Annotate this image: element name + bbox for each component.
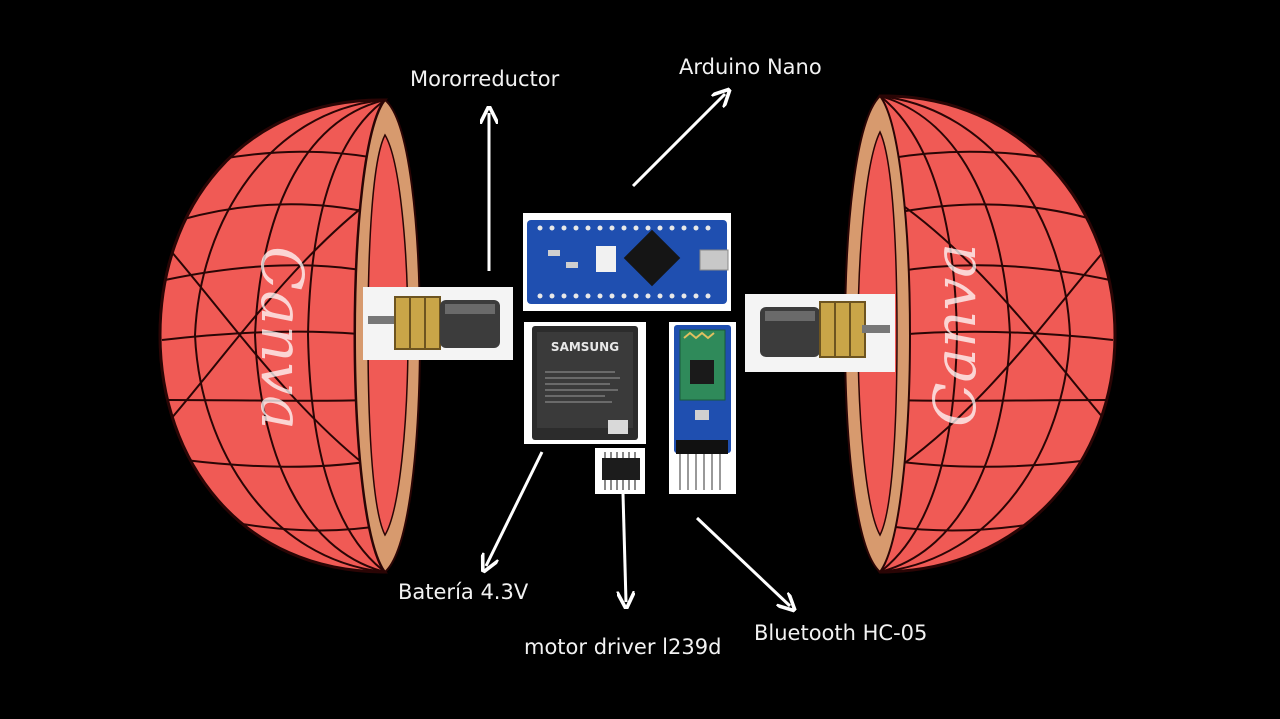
arduino-nano-photo xyxy=(523,213,731,311)
right-watermark: Canva xyxy=(921,243,989,427)
bluetooth-module-photo xyxy=(669,322,736,494)
label-driver: motor driver l239d xyxy=(524,635,721,659)
left-gear-motor-photo xyxy=(363,287,513,360)
left-watermark: Canva xyxy=(248,246,316,430)
label-motor: Mororreductor xyxy=(410,67,559,91)
arrow-battery xyxy=(486,452,542,566)
label-battery: Batería 4.3V xyxy=(398,580,528,604)
arrow-bluetooth xyxy=(697,518,790,606)
battery-brand: SAMSUNG xyxy=(551,340,619,354)
battery-photo: SAMSUNG xyxy=(524,322,646,444)
label-bluetooth: Bluetooth HC-05 xyxy=(754,621,927,645)
right-gear-motor-photo xyxy=(745,294,895,372)
label-arduino: Arduino Nano xyxy=(679,55,822,79)
arrow-arduino xyxy=(633,94,725,186)
arrow-driver xyxy=(623,494,626,602)
motor-driver-chip-photo xyxy=(595,448,645,494)
